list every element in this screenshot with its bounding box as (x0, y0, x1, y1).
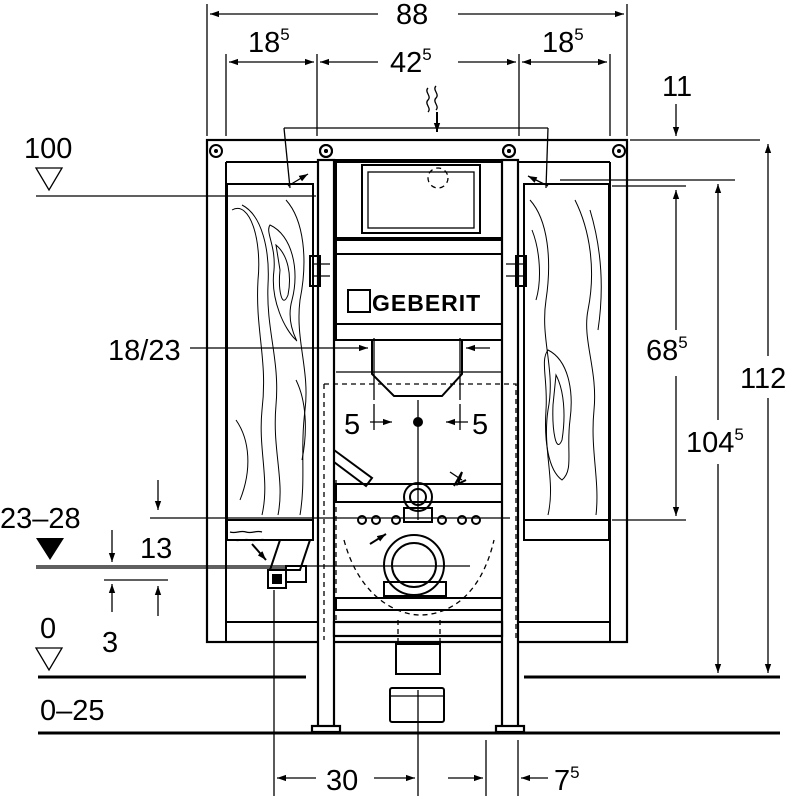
dim-pipe-diameter: 18/23 (108, 335, 181, 367)
dim-middle-section: 42 (390, 47, 422, 79)
dim-left-section: 18 (248, 27, 280, 59)
brand-logo: GEBERIT (372, 290, 481, 316)
dim-right-section: 18 (542, 27, 574, 59)
dim-frame-height-sup: 5 (734, 425, 743, 444)
svg-text:185: 185 (248, 25, 290, 59)
svg-text:88: 88 (396, 0, 428, 31)
svg-text:75: 75 (554, 763, 580, 796)
svg-text:685: 685 (646, 333, 688, 367)
top-dimensions (206, 4, 760, 189)
right-dimensions (560, 144, 772, 673)
dim-side-offset-right: 5 (472, 409, 488, 441)
dim-floor-range: 0–25 (40, 695, 105, 727)
dim-right-section-sup: 5 (574, 25, 583, 44)
left-dimensions (34, 167, 510, 672)
dim-total-height: 112 (740, 363, 786, 395)
level-0: 0 (40, 613, 56, 645)
svg-text:425: 425 (390, 45, 432, 79)
cistern: GEBERIT (335, 161, 503, 397)
svg-text:185: 185 (542, 25, 584, 59)
flush-assembly (226, 383, 610, 723)
dim-board-height: 68 (646, 335, 678, 367)
dim-side-offset-left: 5 (344, 409, 360, 441)
dim-frame-height: 104 (686, 427, 734, 459)
dim-middle-section-sup: 5 (422, 45, 431, 64)
dim-overall-width: 88 (396, 0, 428, 31)
bottom-dimensions (273, 590, 548, 796)
level-100: 100 (24, 133, 72, 165)
dim-cistern-level: 13 (140, 533, 172, 565)
dim-outlet-offset: 3 (102, 627, 118, 659)
dim-top-offset: 11 (662, 71, 692, 103)
level-23-28: 23–28 (0, 503, 81, 535)
dim-drain-spacing: 30 (326, 765, 358, 796)
dim-foot-offset: 7 (554, 765, 570, 796)
dim-foot-offset-sup: 5 (570, 763, 579, 782)
dim-board-height-sup: 5 (678, 333, 687, 352)
dim-left-section-sup: 5 (280, 25, 289, 44)
inner-frame (309, 144, 527, 734)
floor-lines (38, 675, 780, 735)
svg-text:1045: 1045 (686, 425, 744, 459)
outer-frame (205, 138, 629, 644)
